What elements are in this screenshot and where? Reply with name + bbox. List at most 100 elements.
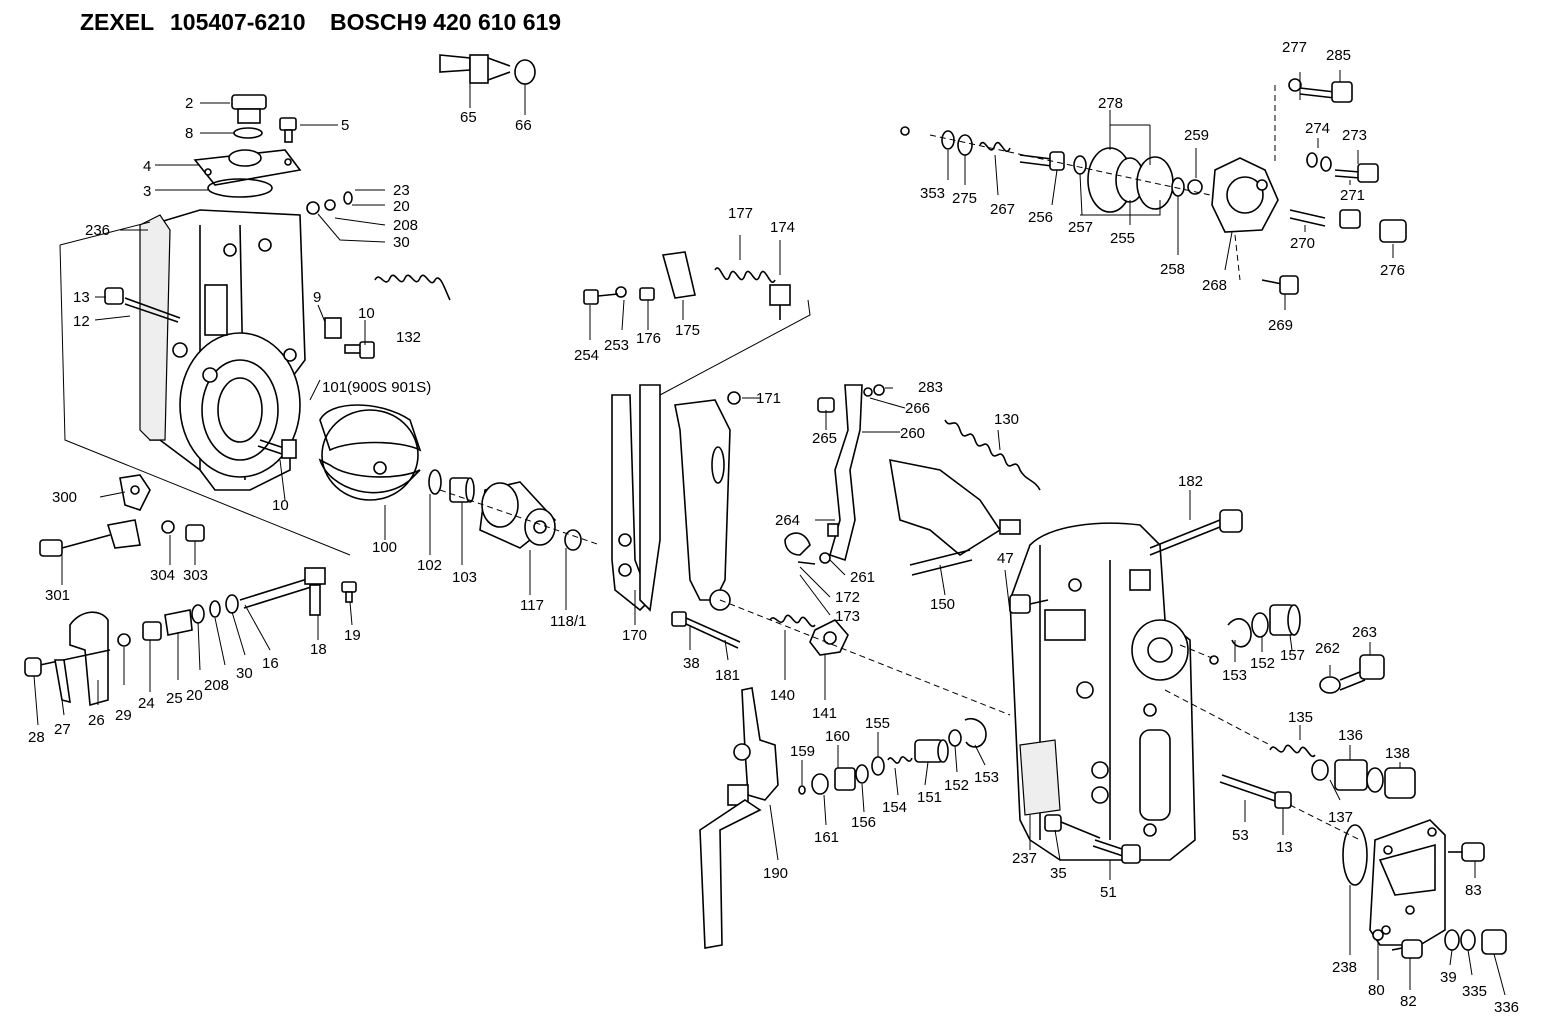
gasket-3: [207, 178, 273, 198]
callout-260: 260: [900, 425, 925, 442]
callout-353: 353: [920, 185, 945, 202]
washer-266: [863, 387, 873, 397]
pin-176: [639, 287, 655, 301]
sleeve-103: [449, 477, 475, 503]
bolt-13-12: [104, 287, 181, 323]
callout-172: 172: [835, 589, 860, 606]
nut-171: [727, 391, 741, 405]
bolt-182: [1149, 509, 1243, 556]
ball-159: [798, 785, 806, 795]
group-line-3: [659, 299, 811, 396]
housing-268: [1211, 157, 1279, 233]
link-264-261: [784, 523, 839, 564]
bolt-38: [671, 611, 741, 649]
bracket-175: [661, 251, 696, 299]
callout-152: 152: [944, 777, 969, 794]
callout-140: 140: [770, 687, 795, 704]
bolt-285: [1299, 81, 1353, 103]
callout-153: 153: [974, 769, 999, 786]
pin-172-173: [797, 561, 816, 565]
callout-18: 18: [310, 641, 327, 658]
callout-273: 273: [1342, 127, 1367, 144]
pin-265: [817, 397, 835, 413]
plug-276: [1379, 219, 1407, 243]
governor-housing-left: [149, 209, 306, 491]
washer-253: [615, 286, 627, 298]
callout-263: 263: [1352, 624, 1377, 641]
o-ring-152: [948, 729, 962, 747]
header-brand-bosch: BOSCH: [330, 9, 413, 35]
callout-278: 278: [1098, 95, 1123, 112]
housing-gasket-236: [139, 214, 171, 441]
callout-266: 266: [905, 400, 930, 417]
callout-270: 270: [1290, 235, 1315, 252]
callout-135: 135: [1288, 709, 1313, 726]
callout-82: 82: [1400, 993, 1417, 1010]
header-part-number: 105407-6210: [170, 9, 306, 35]
callout-80: 80: [1368, 982, 1385, 999]
nut-259: [1187, 179, 1203, 195]
callout-28: 28: [28, 729, 45, 746]
washer-102: [428, 469, 442, 495]
callout-30: 30: [393, 234, 410, 251]
axis-line-8: [1234, 234, 1241, 281]
washer-257: [1073, 155, 1087, 175]
plug-263: [1339, 654, 1385, 691]
callout-257: 257: [1068, 219, 1093, 236]
callout-238: 238: [1332, 959, 1357, 976]
nut-336: [1481, 929, 1507, 955]
callout-336: 336: [1494, 999, 1519, 1016]
bolt-10-lower: [257, 439, 297, 459]
callout-173: 173: [835, 608, 860, 625]
lever-170: [611, 384, 661, 612]
washer-137: [1311, 759, 1329, 781]
header-brand-zexel: ZEXEL: [80, 9, 154, 35]
cover-plate-4: [193, 149, 302, 186]
callout-118-1: 118/1: [550, 613, 586, 630]
callout-276: 276: [1380, 262, 1405, 279]
callout-271: 271: [1340, 187, 1365, 204]
callout-102: 102: [417, 557, 442, 574]
bolt-269: [1261, 275, 1299, 295]
washer-155: [871, 756, 885, 776]
screw-254: [583, 289, 619, 305]
washer-161: [811, 773, 829, 795]
flyweight-assembly-100: [318, 404, 422, 501]
callout-161: 161: [814, 829, 839, 846]
cover-238: [1369, 819, 1446, 946]
callout-20-lower: 20: [186, 687, 203, 704]
washer-274-a: [1306, 152, 1318, 168]
lever-150: [889, 458, 1021, 576]
callout-153-right: 153: [1222, 667, 1247, 684]
washer-262: [1319, 676, 1341, 694]
callout-236: 236: [85, 222, 110, 239]
callout-335: 335: [1462, 983, 1487, 1000]
callout-136: 136: [1338, 727, 1363, 744]
group-line-2: [59, 244, 351, 556]
o-ring-152-right: [1251, 612, 1269, 638]
screw-5: [279, 117, 297, 143]
callout-285: 285: [1326, 47, 1351, 64]
gasket-237: [1019, 739, 1061, 816]
bolt-10: [344, 341, 375, 359]
callout-25: 25: [166, 690, 183, 707]
plug-47: [1009, 594, 1049, 614]
callout-155: 155: [865, 715, 890, 732]
callout-177: 177: [728, 205, 753, 222]
washer-66: [514, 59, 536, 85]
callout-301: 301: [45, 587, 70, 604]
callout-137: 137: [1328, 809, 1353, 826]
callout-103: 103: [452, 569, 477, 586]
washer-138-a: [1366, 767, 1384, 793]
callout-16: 16: [262, 655, 279, 672]
callout-171: 171: [756, 390, 781, 407]
callout-8: 8: [185, 125, 193, 142]
callout-39: 39: [1440, 969, 1457, 986]
bolt-82: [1391, 939, 1423, 959]
callout-5: 5: [341, 117, 349, 134]
stop-lever-26-27: [24, 611, 111, 707]
plug-screw-23-20-208-30: [306, 191, 353, 215]
callout-181: 181: [715, 667, 740, 684]
snap-ring-153-right: [1227, 618, 1252, 648]
callout-65: 65: [460, 109, 477, 126]
